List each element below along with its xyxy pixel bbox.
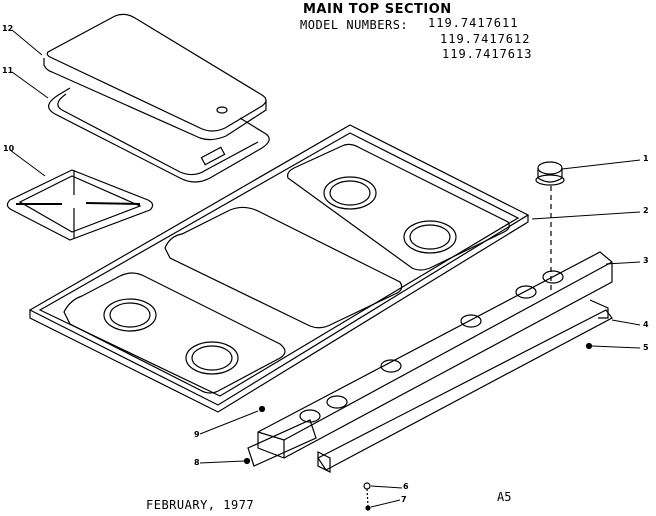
callout-2: 2 bbox=[643, 206, 649, 215]
end-strip-part bbox=[247, 419, 317, 467]
callout-8: 8 bbox=[194, 458, 200, 467]
callout-11: 11 bbox=[2, 66, 14, 75]
model-numbers-label: MODEL NUMBERS: bbox=[300, 18, 409, 32]
model-number-2: 119.7417612 bbox=[440, 32, 531, 46]
callout-6: 6 bbox=[403, 482, 409, 491]
callout-3: 3 bbox=[643, 256, 649, 265]
callout-5: 5 bbox=[643, 343, 649, 352]
model-number-1: 119.7417611 bbox=[428, 16, 519, 30]
manifold-cover-part bbox=[257, 251, 613, 459]
griddle-cover-part bbox=[43, 13, 267, 141]
model-number-3: 119.7417613 bbox=[442, 47, 533, 61]
burner-knob-part bbox=[535, 161, 565, 290]
footer-date: FEBRUARY, 1977 bbox=[146, 498, 255, 512]
callout-7: 7 bbox=[401, 495, 407, 504]
diagram-title: MAIN TOP SECTION bbox=[303, 2, 452, 17]
callout-1: 1 bbox=[643, 154, 649, 163]
bracket-rail-part bbox=[317, 299, 613, 473]
callout-9: 9 bbox=[194, 430, 200, 439]
main-top-part bbox=[28, 124, 530, 413]
callout-10: 10 bbox=[3, 144, 15, 153]
grate-part bbox=[6, 169, 154, 241]
callout-4: 4 bbox=[643, 320, 649, 329]
footer-page-number: A5 bbox=[497, 490, 512, 504]
leader-lines bbox=[9, 29, 641, 508]
griddle-pan-part bbox=[48, 87, 270, 183]
callout-12: 12 bbox=[2, 24, 14, 33]
